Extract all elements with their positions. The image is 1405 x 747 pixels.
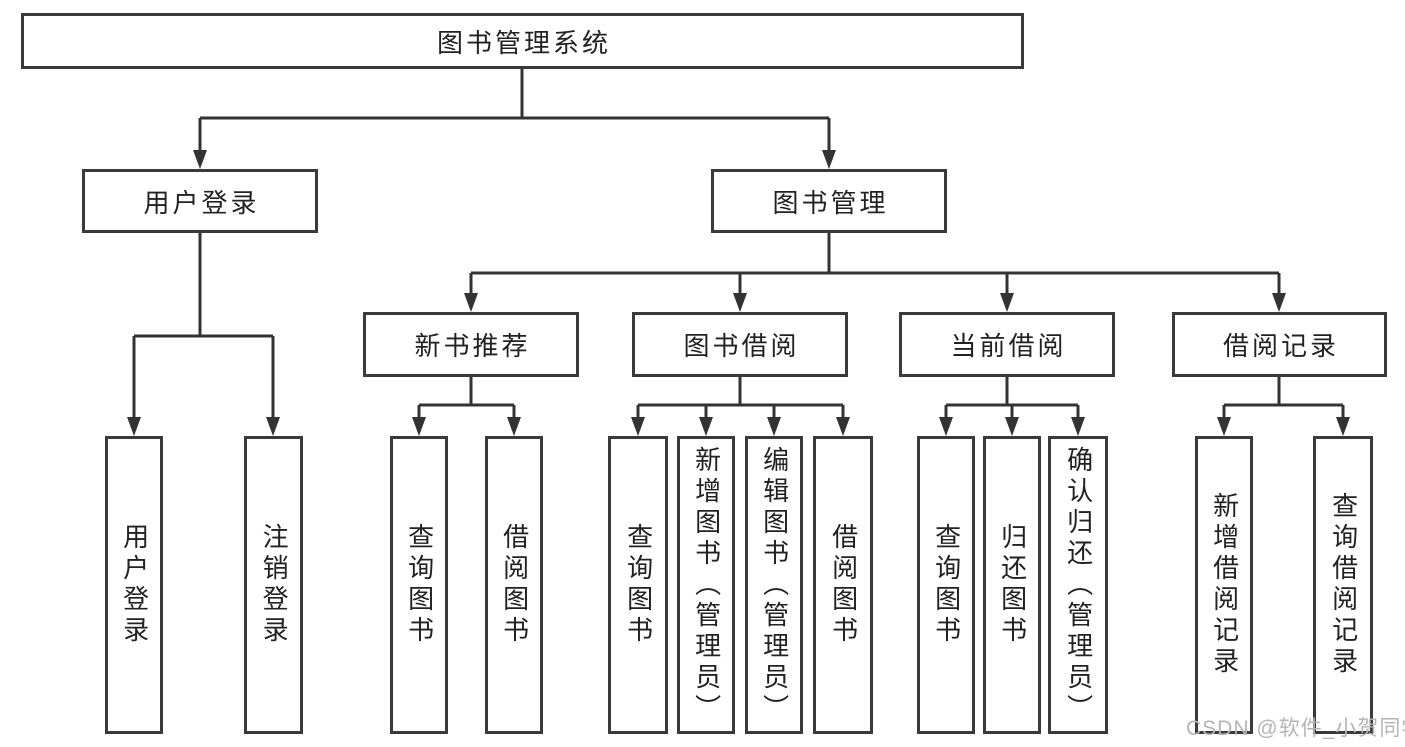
- arrowheads-leaves: [412, 417, 1350, 436]
- arrow-down-icon: [836, 417, 850, 436]
- arrow-down-icon: [127, 417, 141, 436]
- leaf-user-login: 用户登录: [105, 436, 163, 734]
- leaf-label: 查询图书: [931, 523, 962, 647]
- leaf-query-borrow-record: 查询借阅记录: [1313, 436, 1373, 734]
- leaf-borrow-books: 借阅图书: [813, 436, 873, 734]
- leaf-confirm-return-admin: 确认归还（管理员）: [1048, 436, 1108, 734]
- arrow-down-icon: [193, 150, 207, 169]
- leaf-edit-book-admin: 编辑图书（管理员）: [745, 436, 803, 734]
- arrow-down-icon: [939, 417, 953, 436]
- leaf-label: 归还图书: [997, 523, 1028, 647]
- arrow-down-icon: [464, 293, 478, 312]
- leaf-add-book-admin: 新增图书（管理员）: [677, 436, 735, 734]
- node-current-borrow: 当前借阅: [899, 312, 1115, 377]
- arrow-down-icon: [1336, 417, 1350, 436]
- connector-currentborrow-subtree: [944, 377, 1080, 418]
- leaf-label: 借阅图书: [828, 523, 859, 647]
- arrow-down-icon: [266, 417, 280, 436]
- leaf-label: 查询图书: [404, 523, 435, 647]
- connector-root-to-level2: [198, 69, 831, 152]
- arrow-down-icon: [507, 417, 521, 436]
- leaf-label: 借阅图书: [499, 523, 530, 647]
- arrow-down-icon: [767, 417, 781, 436]
- leaf-label: 新增图书（管理员）: [691, 445, 722, 725]
- node-user-login: 用户登录: [82, 169, 318, 233]
- arrow-down-icon: [412, 417, 426, 436]
- connector-bookmgmt-to-level3: [469, 233, 1281, 293]
- leaf-label: 注销登录: [259, 523, 290, 647]
- arrow-down-icon: [733, 293, 747, 312]
- arrow-down-icon: [1272, 293, 1286, 312]
- arrow-down-icon: [1071, 417, 1085, 436]
- connector-newbook-subtree: [417, 377, 516, 418]
- connector-borrowrecords-subtree: [1222, 377, 1345, 418]
- leaf-label: 查询图书: [623, 523, 654, 647]
- leaf-borrow-books-recommend: 借阅图书: [485, 436, 543, 734]
- leaf-label: 新增借阅记录: [1209, 492, 1240, 678]
- leaf-label: 确认归还（管理员）: [1063, 445, 1094, 725]
- leaf-query-books-recommend: 查询图书: [390, 436, 448, 734]
- arrow-down-icon: [631, 417, 645, 436]
- leaf-query-books-borrow: 查询图书: [608, 436, 668, 734]
- arrowheads-level3: [464, 293, 1286, 312]
- arrow-down-icon: [1000, 293, 1014, 312]
- leaf-label: 用户登录: [119, 523, 150, 647]
- leaf-query-books-current: 查询图书: [917, 436, 975, 734]
- node-borrow-records: 借阅记录: [1172, 312, 1387, 377]
- node-book-management: 图书管理: [711, 169, 947, 233]
- arrow-down-icon: [1217, 417, 1231, 436]
- arrow-down-icon: [699, 417, 713, 436]
- node-root: 图书管理系统: [21, 13, 1024, 69]
- leaf-logout: 注销登录: [244, 436, 303, 734]
- connector-userlogin-subtree: [132, 233, 275, 418]
- connector-bookborrow-subtree: [636, 377, 845, 418]
- leaf-label: 查询借阅记录: [1328, 492, 1359, 678]
- watermark-text: CSDN @软件_小贺同学: [1186, 717, 1405, 740]
- node-new-book-recommend: 新书推荐: [363, 312, 579, 377]
- leaf-label: 编辑图书（管理员）: [759, 445, 790, 725]
- arrowheads-userlogin-leaves: [127, 417, 280, 436]
- arrow-down-icon: [1005, 417, 1019, 436]
- node-book-borrow: 图书借阅: [632, 312, 848, 377]
- arrow-down-icon: [822, 150, 836, 169]
- leaf-return-book: 归还图书: [983, 436, 1041, 734]
- leaf-add-borrow-record: 新增借阅记录: [1195, 436, 1253, 734]
- arrowheads-level2: [193, 150, 836, 169]
